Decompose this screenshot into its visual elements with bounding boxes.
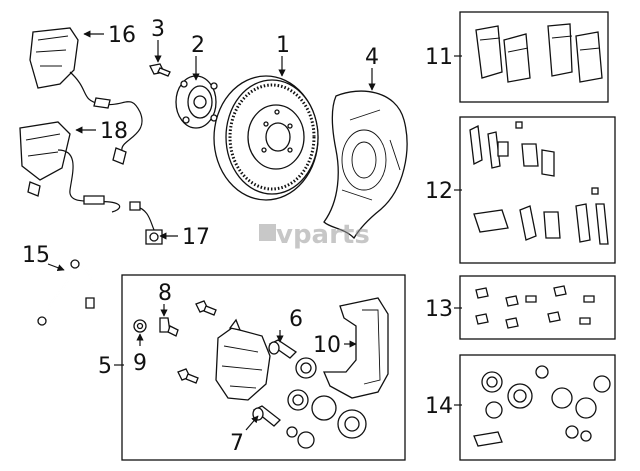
splash-shield [323,90,408,240]
watermark-text: vparts [276,220,370,250]
pad-hardware-kit [469,121,609,245]
callout-3: 3 [151,17,165,42]
brake-hose [37,259,95,326]
watermark: vparts [259,220,370,250]
anti-rattle-clips [475,285,595,329]
callout-12: 12 [425,179,453,204]
guide-pin-upper [268,339,298,359]
kit-box-13 [459,275,616,340]
brake-rotor [213,75,319,201]
callout-4: 4 [365,45,379,70]
caliper-bolt-lower [177,368,199,384]
callout-2: 2 [191,33,205,58]
hub-bearing [175,75,218,129]
kit-box-11 [459,11,609,103]
bleeder-screw [159,317,179,337]
hub-bolt [149,63,171,77]
callout-16: 16 [108,23,136,48]
callout-6: 6 [289,307,303,332]
speed-sensor-wire-upper [29,27,143,165]
guide-pin-lower [252,405,281,427]
callout-9: 9 [133,351,147,376]
caliper-body [215,318,271,401]
callout-11: 11 [425,45,453,70]
callout-5: 5 [98,354,112,379]
bleeder-cap [133,319,147,333]
callout-8: 8 [158,281,172,306]
callout-14: 14 [425,394,453,419]
callout-10: 10 [313,333,341,358]
caliper-seal-kit [473,365,611,447]
callout-1: 1 [276,33,290,58]
callout-7: 7 [230,431,244,456]
caliper-bolt-upper [195,300,217,316]
piston-seal-set [286,357,367,449]
leader-lines [47,30,462,431]
wheel-speed-sensor [129,201,163,245]
kit-box-14 [459,354,616,461]
callout-13: 13 [425,297,453,322]
speed-sensor-wire-lower [19,121,121,213]
callout-15: 15 [22,243,50,268]
brake-pad-set [475,23,603,83]
caliper-assembly-box [121,274,406,461]
caliper-support [323,297,389,399]
callout-18: 18 [100,119,128,144]
callout-17: 17 [182,225,210,250]
